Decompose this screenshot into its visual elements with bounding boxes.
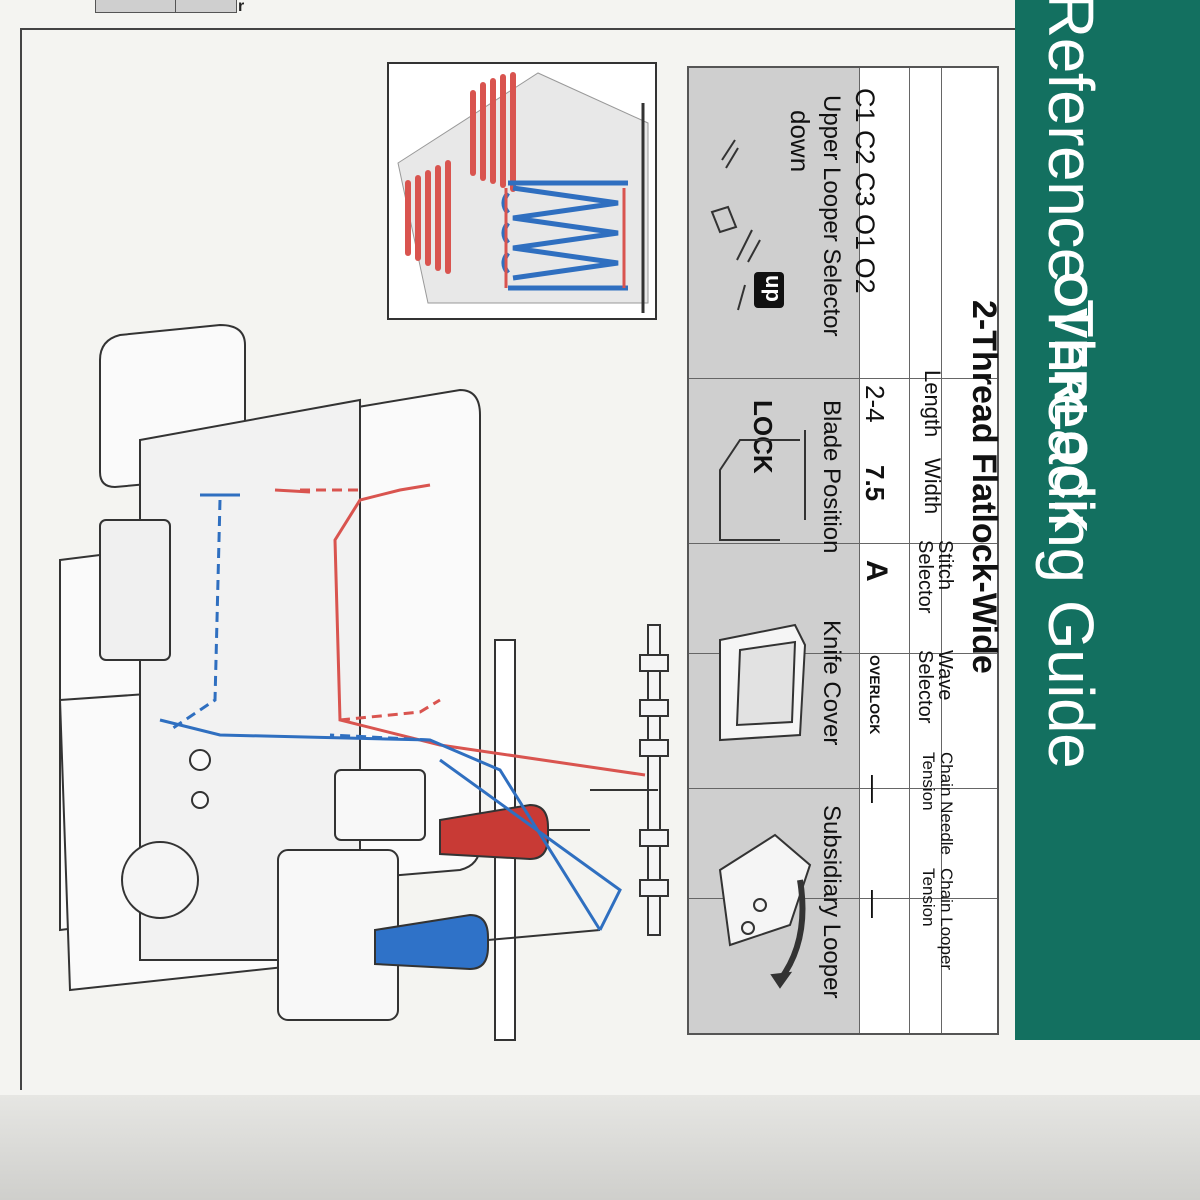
blade-position-icon	[719, 430, 806, 541]
subsidiary-looper-icon	[718, 833, 812, 989]
page-frame	[20, 28, 1022, 1090]
knife-cover-icon	[719, 623, 807, 742]
blue-thread-path	[159, 493, 622, 931]
stitch-diagram	[387, 62, 657, 320]
blue-spool	[374, 913, 601, 971]
overlock-machine-illustration	[58, 323, 481, 1021]
previous-table-label: r	[238, 0, 245, 15]
table-surface	[0, 1095, 1200, 1200]
previous-table-fragment	[95, 0, 237, 13]
title-band	[1015, 0, 1200, 1040]
needle-icon	[710, 139, 761, 311]
up-badge	[754, 272, 784, 308]
